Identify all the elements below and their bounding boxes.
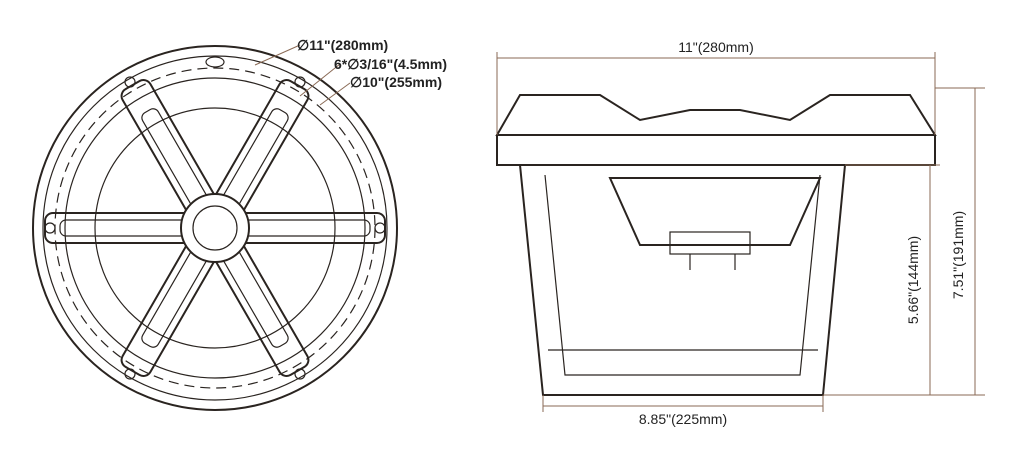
overall-height-label: 7.51"(191mm): [950, 211, 966, 299]
overall-width-label: 11"(280mm): [678, 39, 754, 55]
mount-depth-label: 5.66"(144mm): [905, 236, 921, 324]
cutout-diameter-label: ∅10"(255mm): [350, 74, 442, 90]
side-view: 11"(280mm) 8.85"(225mm) 5.66"(144mm) 7.5…: [495, 39, 985, 427]
logo-mark: [205, 56, 225, 68]
outer-diameter-label: ∅11"(280mm): [297, 37, 388, 53]
basket-width-label: 8.85"(225mm): [639, 411, 727, 427]
center-hub: [180, 193, 250, 263]
mount-holes: [44, 76, 386, 380]
front-view: ∅11"(280mm) 6*∅3/16"(4.5mm) ∅10"(255mm): [32, 37, 447, 411]
mount-holes-label: 6*∅3/16"(4.5mm): [334, 56, 447, 72]
